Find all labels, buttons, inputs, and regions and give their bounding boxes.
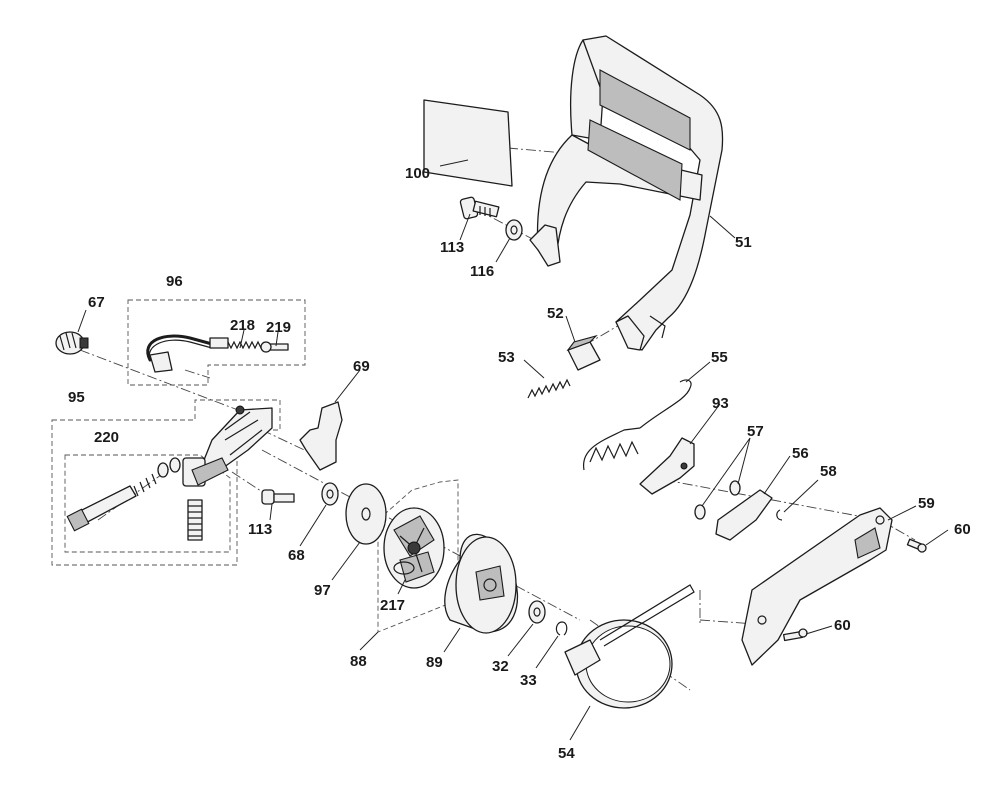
bushing-57 [694, 480, 741, 520]
circlip-58 [776, 509, 783, 521]
washer-116 [505, 219, 523, 241]
callout-58: 58 [820, 463, 837, 480]
rubber-buffer-52 [566, 334, 601, 371]
worm-gear-67 [55, 331, 89, 355]
callout-52: 52 [547, 305, 564, 322]
brake-band-54 [564, 584, 695, 709]
clutch-plate-97 [345, 483, 387, 545]
group-box-95 [51, 399, 281, 566]
callout-32: 32 [492, 658, 509, 675]
callout-116: 116 [470, 263, 494, 280]
callout-59: 59 [918, 495, 935, 512]
circlip-33 [555, 621, 568, 636]
callout-69: 69 [353, 358, 370, 375]
brake-lever-93 [639, 437, 695, 495]
washer-32 [528, 600, 546, 624]
front-handle [529, 35, 724, 351]
screw-60-upper [906, 538, 927, 553]
callout-57: 57 [747, 423, 764, 440]
callout-88: 88 [350, 653, 367, 670]
callout-60-upper: 60 [954, 521, 971, 538]
spring-53 [527, 378, 571, 399]
callout-33: 33 [520, 672, 537, 689]
group-box-96 [127, 299, 306, 386]
link-plate-56 [715, 489, 773, 541]
clutch-drum-89 [444, 533, 519, 634]
callout-96: 96 [166, 273, 183, 290]
callout-leaders [77, 159, 949, 741]
pump-piston-220 [66, 457, 203, 541]
oil-pump-95 [182, 405, 273, 487]
callout-54: 54 [558, 745, 575, 762]
callout-51: 51 [735, 234, 752, 251]
callout-220: 220 [94, 429, 119, 446]
chain-catcher-69 [299, 401, 343, 471]
callout-60-lower: 60 [834, 617, 851, 634]
callout-93: 93 [712, 395, 729, 412]
washer-68 [321, 482, 339, 506]
label-plate [423, 99, 513, 187]
group-box-220 [64, 454, 231, 553]
callout-68: 68 [288, 547, 305, 564]
callout-numbers: 100 113 116 51 96 67 218 219 52 53 69 55… [68, 165, 971, 762]
callout-55: 55 [711, 349, 728, 366]
callout-89: 89 [426, 654, 443, 671]
callout-219: 219 [266, 319, 291, 336]
callout-217: 217 [380, 597, 405, 614]
callout-95: 95 [68, 389, 85, 406]
callout-56: 56 [792, 445, 809, 462]
callout-218: 218 [230, 317, 255, 334]
bolt-113-lower [261, 489, 295, 505]
callout-100: 100 [405, 165, 430, 182]
callout-53: 53 [498, 349, 515, 366]
clutch-88 [383, 507, 445, 589]
brake-spring-55 [583, 379, 692, 471]
callout-67: 67 [88, 294, 105, 311]
bolt-113-upper [459, 196, 500, 220]
callout-113-lower: 113 [248, 521, 272, 538]
oil-hose-assembly-96 [146, 334, 289, 373]
callout-113-upper: 113 [440, 239, 464, 256]
chain-brake-cover-59 [741, 507, 893, 666]
screw-60-lower [782, 628, 808, 642]
callout-97: 97 [314, 582, 331, 599]
